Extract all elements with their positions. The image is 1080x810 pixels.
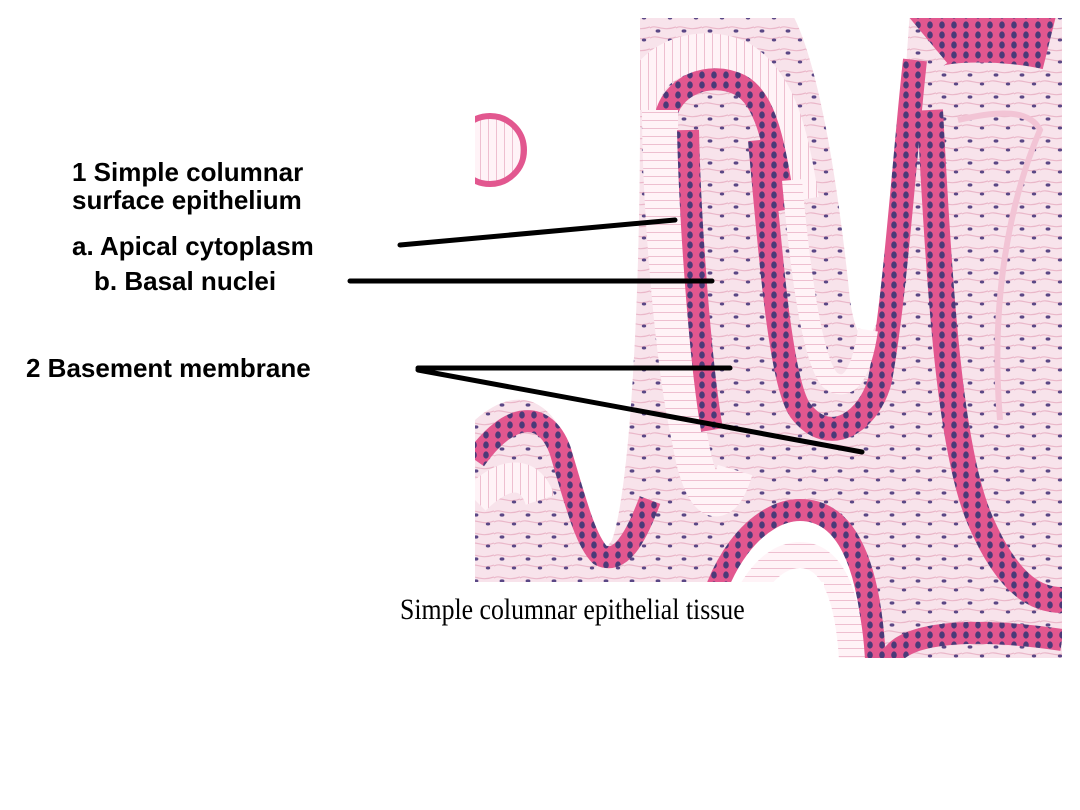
pointer-apical <box>397 217 678 248</box>
label-basal-nuclei: b. Basal nuclei <box>94 266 277 296</box>
pointer-basement-lower <box>415 367 865 455</box>
label-simple-columnar-epithelium: 1 Simple columnar surface epithelium <box>72 158 303 214</box>
label-basement-membrane: 2 Basement membrane <box>26 353 311 383</box>
pointer-lines <box>347 217 865 455</box>
tissue-section <box>475 18 1062 658</box>
figure-caption: Simple columnar epithelial tissue <box>400 588 765 632</box>
label-line-2: surface epithelium <box>72 185 302 215</box>
label-apical-cytoplasm: a. Apical cytoplasm <box>72 231 314 261</box>
label-line-1: 1 Simple columnar <box>72 157 304 187</box>
